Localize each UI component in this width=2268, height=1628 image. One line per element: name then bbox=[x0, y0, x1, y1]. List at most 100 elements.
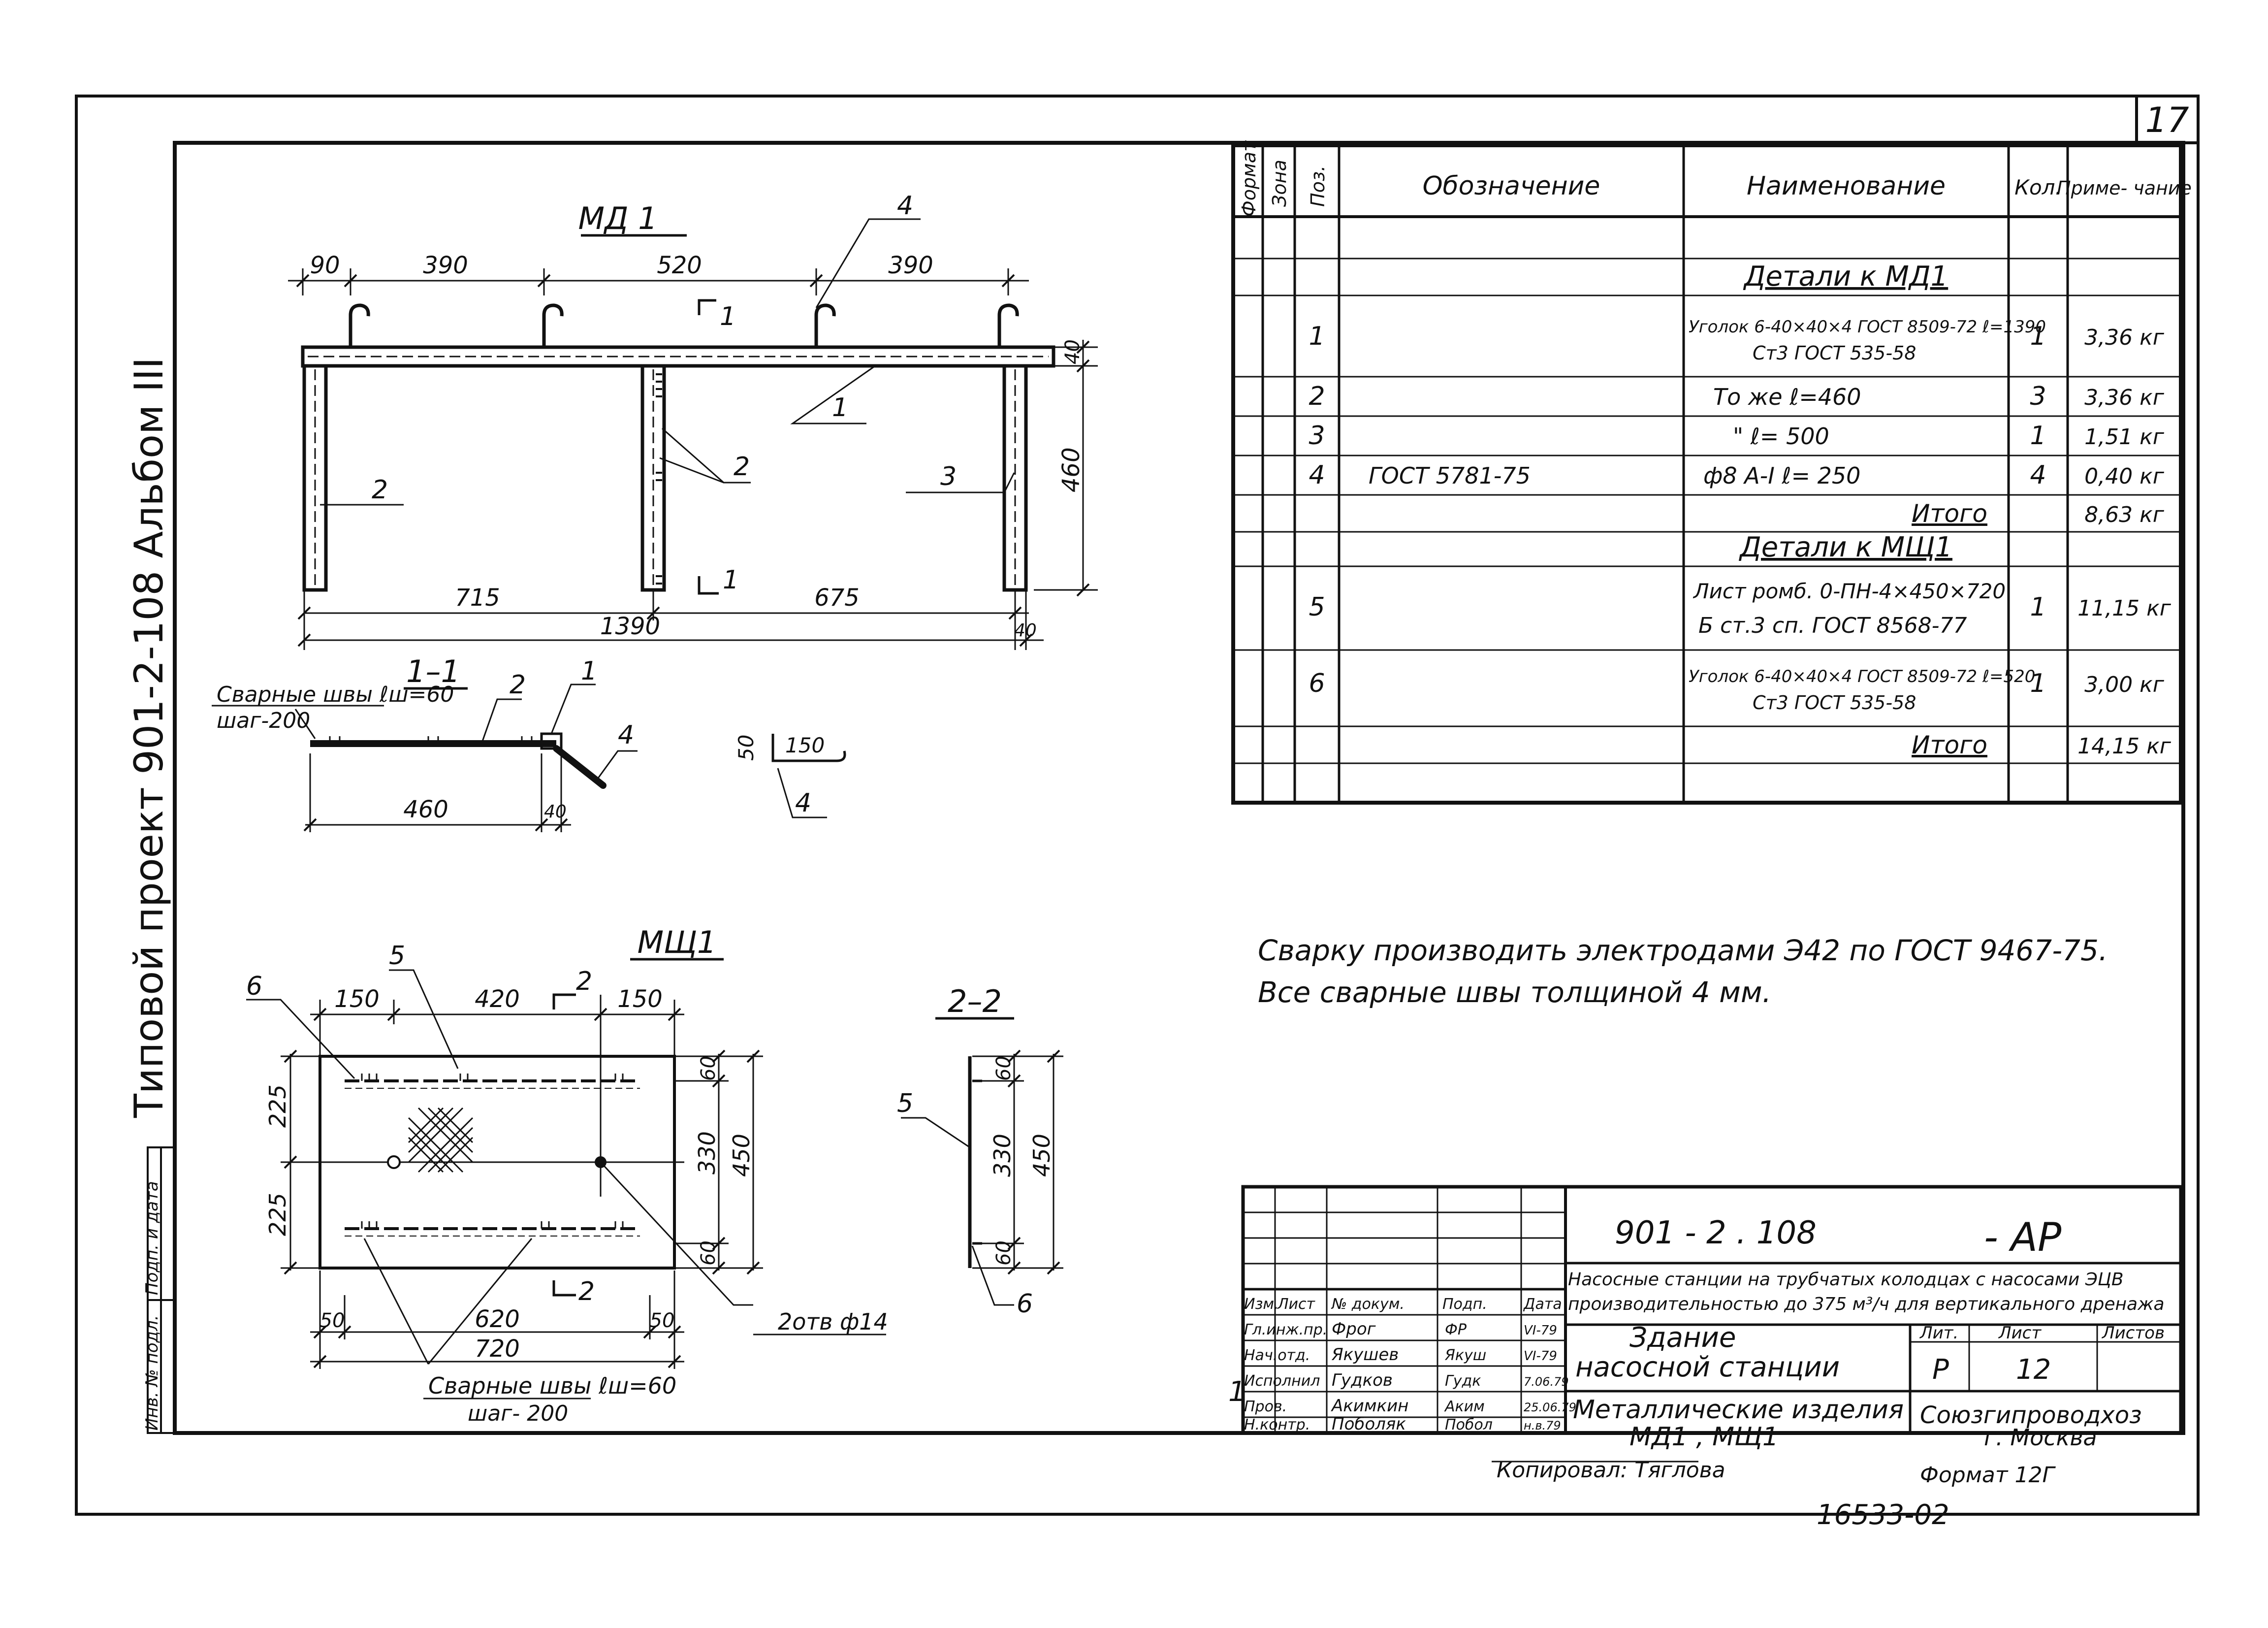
spec-row6-name1: Уголок 6-40×40×4 ГОСТ 8509-72 ℓ=520 bbox=[1689, 667, 2035, 686]
title-block-suffix: - АР bbox=[1984, 1214, 2062, 1260]
title-block-building-1: Здание bbox=[1629, 1322, 1736, 1354]
md1-callout-1: 1 bbox=[832, 393, 848, 423]
spec-row6-name2: Ст3 ГОСТ 535-58 bbox=[1753, 692, 1916, 714]
spec-header-designation: Обозначение bbox=[1423, 171, 1600, 201]
md1-dim-675: 675 bbox=[814, 584, 860, 612]
msh1-dim-50b: 50 bbox=[650, 1309, 675, 1332]
md1-dim-1390: 1390 bbox=[600, 613, 660, 640]
staff-name-2: Якушев bbox=[1331, 1345, 1399, 1365]
spec-row2-pos: 2 bbox=[1309, 382, 1325, 411]
section-2-2-dim-450: 450 bbox=[1028, 1134, 1055, 1177]
title-block-lit-value: Р bbox=[1932, 1354, 1949, 1386]
spec-row4-name: ф8 А-I ℓ= 250 bbox=[1703, 462, 1860, 489]
msh1-section-mark-bottom: 2 bbox=[578, 1277, 595, 1306]
staff-role-4: Пров. bbox=[1244, 1398, 1287, 1415]
msh1-callout-5: 5 bbox=[389, 941, 405, 971]
spec-group-md1: Детали к МД1 bbox=[1743, 260, 1948, 293]
msh1-section-mark-top: 2 bbox=[576, 967, 592, 996]
spec-row2-name: То же ℓ=460 bbox=[1713, 384, 1861, 410]
staff-role-1: Гл.инж.пр. bbox=[1244, 1321, 1327, 1338]
msh1-weld-note: Сварные швы ℓш=60 bbox=[428, 1372, 676, 1399]
md1-dim-90: 90 bbox=[310, 252, 340, 279]
md1-drawing: МД 1 bbox=[288, 191, 1098, 650]
spec-row2-note: 3,36 кг bbox=[2084, 385, 2165, 410]
section-1-1-callout-4: 4 bbox=[618, 720, 634, 750]
staff-role-3: Исполнил bbox=[1244, 1372, 1320, 1390]
spec-row5-name2: Б ст.3 сп. ГОСТ 8568-77 bbox=[1698, 613, 1967, 638]
rev-header-sign: Подп. bbox=[1442, 1296, 1487, 1313]
msh1-dim-225a: 225 bbox=[264, 1084, 291, 1128]
section-1-1-title: 1–1 bbox=[406, 653, 460, 689]
spec-row5-name1: Лист ромб. 0-ПН-4×450×720 bbox=[1693, 579, 2006, 603]
msh1-dim-330: 330 bbox=[694, 1131, 720, 1174]
msh1-dim-50a: 50 bbox=[320, 1309, 345, 1332]
spec-row4-note: 0,40 кг bbox=[2084, 464, 2165, 489]
md1-callout-2-mid: 2 bbox=[734, 452, 750, 482]
hook-callout-4: 4 bbox=[795, 788, 811, 818]
spec-group-msh1: Детали к МЩ1 bbox=[1738, 531, 1952, 563]
general-note-1: Сварку производить электродами Э42 по ГО… bbox=[1258, 934, 2108, 967]
spec-row3-name: " ℓ= 500 bbox=[1733, 423, 1829, 450]
md1-dim-40-right: 40 bbox=[1061, 339, 1084, 364]
spec-row1-note: 3,36 кг bbox=[2084, 325, 2165, 350]
title-block-code: 901 - 2 . 108 bbox=[1615, 1215, 1817, 1251]
md1-section-mark-top: 1 bbox=[720, 302, 736, 331]
section-2-2: 2–2 60 330 60 450 5 6 bbox=[897, 983, 1063, 1319]
spec-row1-name2: Ст3 ГОСТ 535-58 bbox=[1753, 342, 1916, 364]
staff-role-2: Нач.отд. bbox=[1244, 1347, 1310, 1364]
margin-mark: 1 bbox=[1228, 1376, 1246, 1408]
staff-date-2: VI-79 bbox=[1524, 1349, 1557, 1364]
sheet-format: Формат 12Г bbox=[1920, 1463, 2056, 1488]
msh1-dim-150b: 150 bbox=[617, 985, 663, 1013]
spec-row2-qty: 3 bbox=[2030, 382, 2046, 411]
msh1-drawing: МЩ1 bbox=[246, 924, 888, 1426]
msh1-dim-60b: 60 bbox=[697, 1240, 720, 1266]
section-2-2-callout-6: 6 bbox=[1017, 1289, 1033, 1319]
spec-header-pos: Поз. bbox=[1307, 165, 1329, 207]
msh1-title: МЩ1 bbox=[638, 924, 717, 960]
spec-row6-note: 3,00 кг bbox=[2084, 672, 2165, 697]
msh1-dim-225b: 225 bbox=[264, 1193, 291, 1236]
msh1-dim-720: 720 bbox=[475, 1335, 520, 1363]
spec-total-msh1-label: Итого bbox=[1912, 731, 1987, 759]
spec-total-md1-value: 8,63 кг bbox=[2084, 502, 2165, 527]
title-block-org-1: Союзгипроводхоз bbox=[1920, 1401, 2142, 1429]
staff-date-3: 7.06.79 bbox=[1524, 1375, 1569, 1389]
title-block-project-desc-1: Насосные станции на трубчатых колодцах с… bbox=[1568, 1270, 2124, 1290]
spec-row6-qty: 1 bbox=[2030, 669, 2046, 698]
md1-callout-2-left: 2 bbox=[372, 475, 388, 505]
rev-header-doc: № докум. bbox=[1331, 1296, 1405, 1313]
md1-dim-460: 460 bbox=[1057, 447, 1085, 492]
md1-dim-715: 715 bbox=[455, 584, 500, 612]
hook-dim-50: 50 bbox=[734, 735, 758, 761]
md1-dim-40-bottom: 40 bbox=[1014, 620, 1037, 641]
staff-date-4: 25.06.79 bbox=[1524, 1400, 1576, 1414]
section-2-2-dim-330: 330 bbox=[989, 1134, 1016, 1177]
spec-row3-pos: 3 bbox=[1309, 421, 1325, 451]
sheet-number: 17 bbox=[2145, 100, 2189, 140]
spec-total-md1-label: Итого bbox=[1912, 499, 1987, 528]
section-2-2-dim-60a: 60 bbox=[992, 1056, 1015, 1081]
rev-header-sheet: Лист bbox=[1277, 1296, 1316, 1313]
staff-sign-2: Якуш bbox=[1444, 1347, 1486, 1364]
title-block-sheet-title-1: Металлические изделия bbox=[1573, 1395, 1904, 1425]
staff-name-1: Фрог bbox=[1332, 1319, 1376, 1339]
archive-stamp: 16533-02 bbox=[1817, 1499, 1949, 1531]
spec-row5-qty: 1 bbox=[2030, 592, 2046, 622]
staff-role-5: Н.контр. bbox=[1244, 1416, 1310, 1433]
msh1-dim-450: 450 bbox=[728, 1134, 755, 1177]
staff-date-1: VI-79 bbox=[1524, 1323, 1557, 1338]
title-block-sheet-value: 12 bbox=[2016, 1354, 2051, 1386]
msh1-callout-6: 6 bbox=[246, 972, 262, 1001]
md1-dim-520: 520 bbox=[657, 252, 702, 279]
section-1-1-callout-1: 1 bbox=[581, 656, 597, 686]
hook-dim-150: 150 bbox=[785, 733, 825, 757]
spec-row4-qty: 4 bbox=[2030, 460, 2046, 490]
staff-name-3: Гудков bbox=[1332, 1370, 1393, 1390]
staff-sign-5: Побол bbox=[1445, 1416, 1493, 1433]
rev-header-date: Дата bbox=[1523, 1296, 1562, 1313]
spec-row5-pos: 5 bbox=[1309, 592, 1325, 622]
staff-date-5: н.в.79 bbox=[1524, 1419, 1561, 1433]
side-stamp-sign: Подп. и дата bbox=[142, 1181, 162, 1295]
title-block-sheet-label: Лист bbox=[1998, 1323, 2042, 1343]
